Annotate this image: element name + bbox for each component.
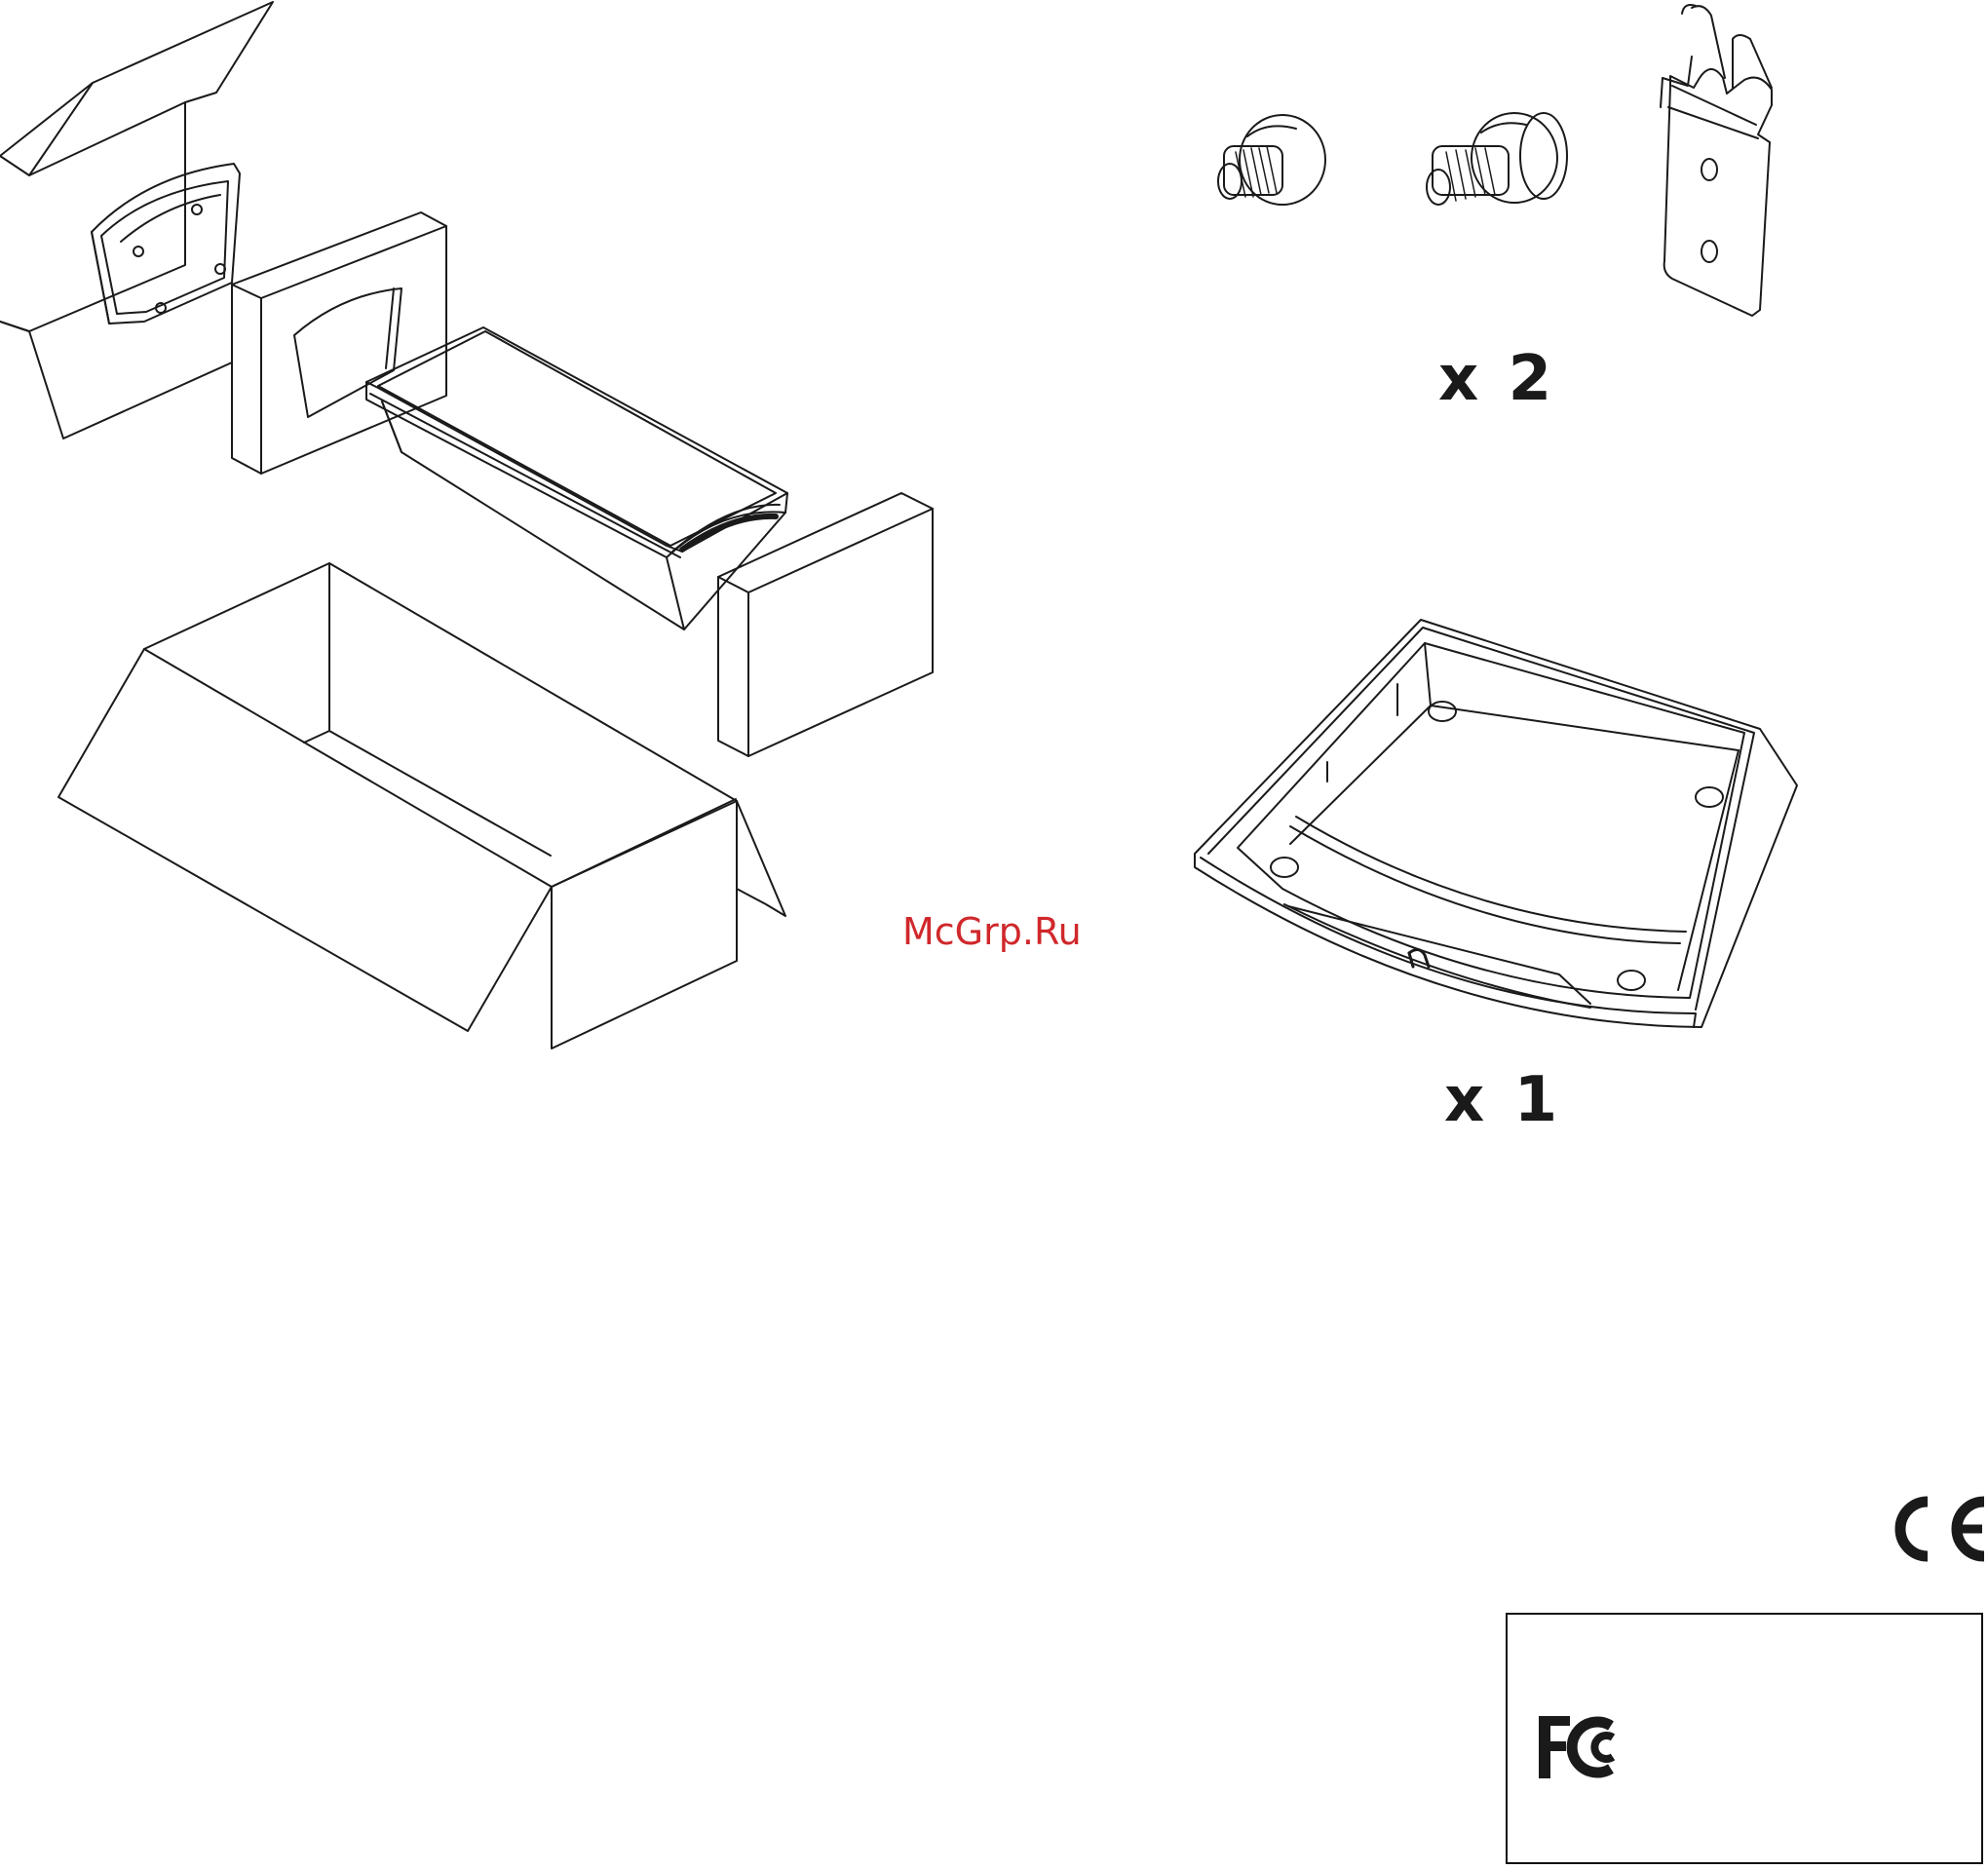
quantity-screws-label: x 2	[1438, 343, 1555, 415]
stand-base-icon	[1195, 620, 1797, 1027]
open-box-icon	[58, 563, 785, 1049]
fcc-logo-icon	[1535, 1712, 1632, 1782]
small-stand-base-icon	[92, 164, 240, 324]
fcc-compliance-box	[1506, 1613, 1983, 1864]
watermark-text: McGrp.Ru	[902, 910, 1082, 953]
foam-insert-right-icon	[718, 493, 933, 756]
quantity-base-label: x 1	[1444, 1064, 1561, 1136]
foam-insert-left-icon	[232, 212, 446, 474]
ce-mark-icon	[1889, 1494, 1986, 1564]
speaker-icon	[366, 327, 787, 630]
bracket-icon	[1661, 5, 1772, 316]
screw-1-icon	[1218, 115, 1325, 205]
screw-2-icon	[1427, 113, 1567, 205]
